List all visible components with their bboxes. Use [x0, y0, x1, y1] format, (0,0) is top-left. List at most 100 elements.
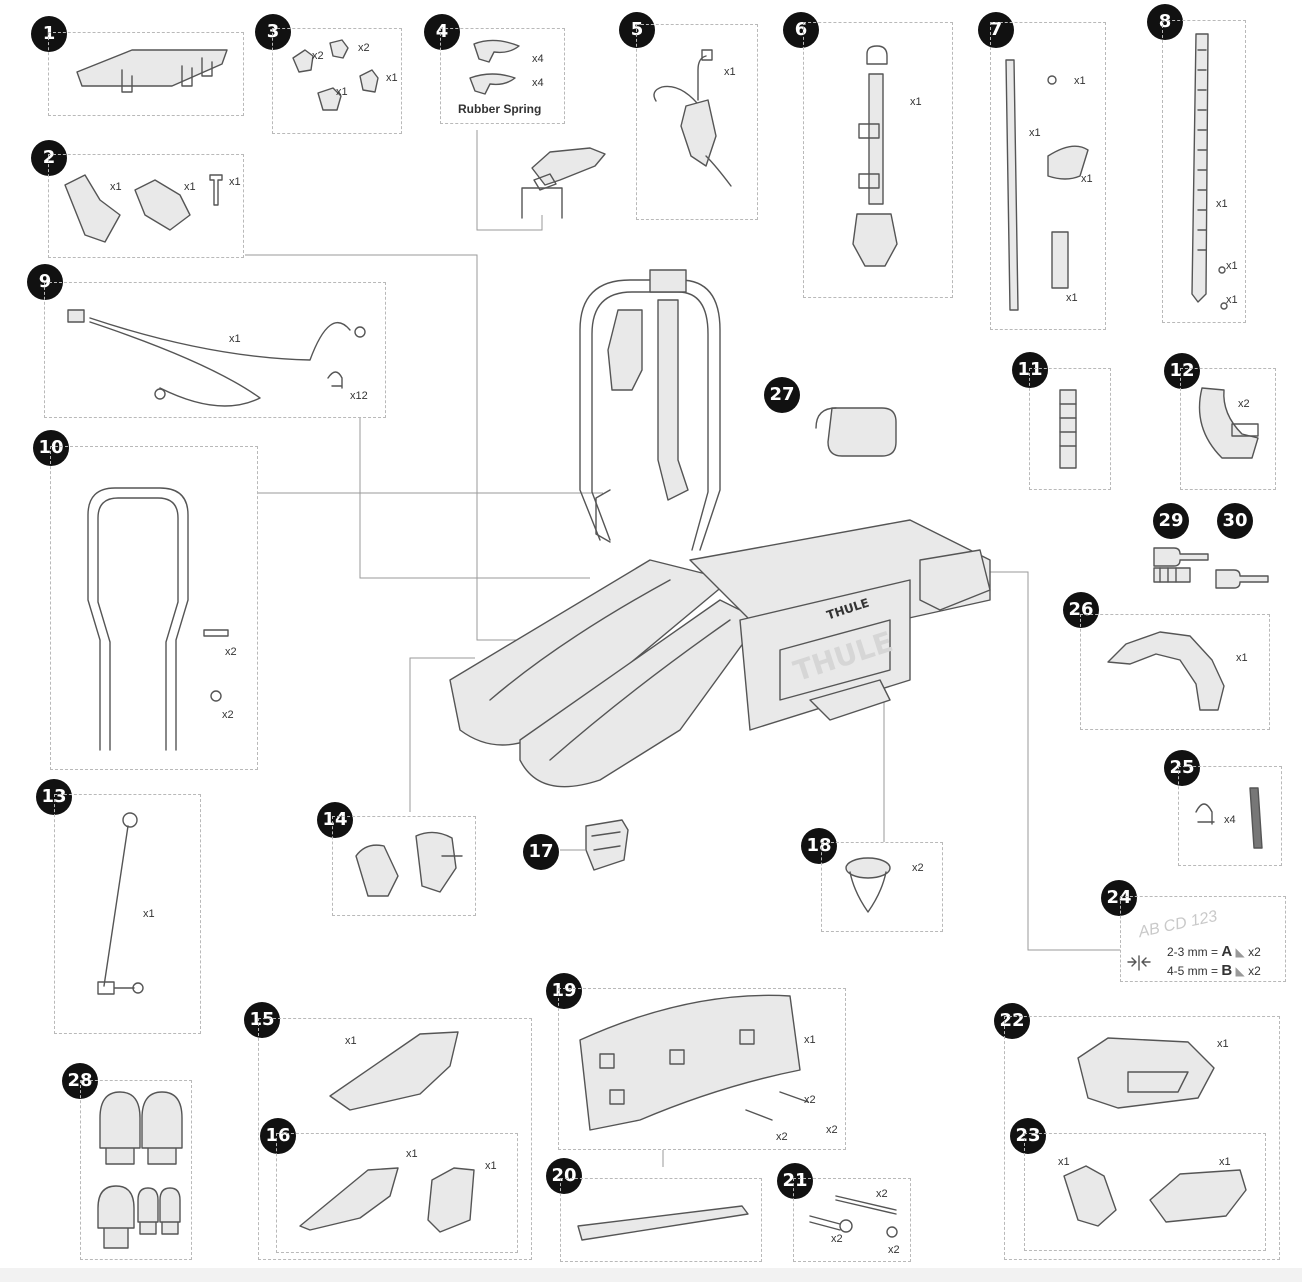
part-26-box: [1080, 614, 1270, 730]
leader-line-24: [990, 571, 1120, 951]
part-13-qty: x1: [143, 908, 155, 920]
part-8-number-badge: 8: [1147, 4, 1183, 40]
part-1-box: [48, 32, 244, 116]
part-28-box: [80, 1080, 192, 1260]
part-10-arm-bar: [87, 487, 229, 751]
part-21-qty-b: x2: [831, 1233, 843, 1245]
spacer-wedge-icon: ◣: [1235, 945, 1245, 959]
part-16-lens-covers: [299, 1167, 475, 1233]
part-26-qty: x1: [1236, 652, 1248, 664]
part-8-box: [1162, 20, 1246, 323]
part-6-qty: x1: [910, 96, 922, 108]
part-20-box: [560, 1178, 762, 1262]
part-27-number-badge: 27: [764, 377, 800, 413]
part-24-spec-a-range: 2-3 mm =: [1167, 945, 1219, 959]
part-20-rail: [577, 1205, 749, 1241]
part-23-lens-covers: [1063, 1165, 1247, 1227]
part-2-qty-a: x1: [110, 181, 122, 193]
part-7-qty-d: x1: [1066, 292, 1078, 304]
part-22-number-badge: 22: [994, 1003, 1030, 1039]
part-24-spec-row-b: 4-5 mm = B ◣ x2: [1167, 962, 1261, 979]
part-14-number-badge: 14: [317, 802, 353, 838]
part-13-rod: [97, 812, 144, 995]
part-21-box: [793, 1178, 911, 1262]
spacer-wedge-icon: ◣: [1235, 964, 1245, 978]
part-24-qty-a: x2: [1248, 945, 1261, 959]
part-29-number-badge: 29: [1153, 503, 1189, 539]
part-1-number-badge: 1: [31, 16, 67, 52]
part-24-spec-a-letter: A: [1221, 943, 1233, 960]
part-17-clip: [585, 819, 629, 871]
part-3-number-badge: 3: [255, 14, 291, 50]
part-5-box: [636, 24, 758, 220]
part-24-spec-row-a: 2-3 mm = A ◣ x2: [1167, 943, 1261, 960]
part-4-label: Rubber Spring: [458, 102, 542, 116]
part-23-qty-b: x1: [1219, 1156, 1231, 1168]
part-3-qty-b: x2: [358, 42, 370, 54]
part-8-qty-a: x1: [1216, 198, 1228, 210]
part-10-qty-a: x2: [225, 646, 237, 658]
part-4-rubber-springs: [469, 39, 520, 95]
part-9-qty-a: x1: [229, 333, 241, 345]
part-15-box: [258, 1018, 532, 1260]
part-13-box: [54, 794, 201, 1034]
part-3-qty-d: x1: [386, 72, 398, 84]
part-25-box: [1178, 766, 1282, 866]
part-7-qty-a: x1: [1074, 75, 1086, 87]
part-18-number-badge: 18: [801, 828, 837, 864]
part-7-number-badge: 7: [978, 12, 1014, 48]
part-23-qty-a: x1: [1058, 1156, 1070, 1168]
part-17-number-badge: 17: [523, 834, 559, 870]
part-8-long-strap: [1191, 33, 1228, 310]
part-11-number-badge: 11: [1012, 352, 1048, 388]
part-14-box: [332, 816, 476, 916]
part-3-qty-c: x1: [336, 86, 348, 98]
part-12-qty: x2: [1238, 398, 1250, 410]
part-7-box: [990, 22, 1106, 330]
part-5-number-badge: 5: [619, 12, 655, 48]
part-18-qty: x2: [912, 862, 924, 874]
part-26-number-badge: 26: [1063, 592, 1099, 628]
thickness-arrows-icon: [1127, 955, 1151, 971]
part-8-qty-b: x1: [1226, 260, 1238, 272]
part-3-box: [272, 28, 402, 134]
part-5-frame-holder: [653, 49, 732, 187]
part-1-mount-plate: [76, 49, 228, 93]
part-19-qty-b: x2: [804, 1094, 816, 1106]
part-12-wheel-holder: [1198, 387, 1259, 459]
part-19-box: [558, 988, 846, 1150]
part-4-number-badge: 4: [424, 14, 460, 50]
bike-carrier-assembly: [449, 269, 991, 788]
part-25-clips: [1195, 787, 1263, 849]
part-9-qty-b: x12: [350, 390, 368, 402]
part-30-number-badge: 30: [1217, 503, 1253, 539]
part-4-box: [440, 28, 565, 124]
part-12-box: [1180, 368, 1276, 490]
part-19-qty-d: x2: [826, 1124, 838, 1136]
part-19-number-badge: 19: [546, 973, 582, 1009]
leader-line-14: [409, 657, 475, 812]
part-4-qty-a: x4: [532, 53, 544, 65]
part-7-qty-c: x1: [1081, 173, 1093, 185]
part-21-bolts: [809, 1195, 898, 1238]
part-15-number-badge: 15: [244, 1002, 280, 1038]
part-22-box: [1004, 1016, 1280, 1260]
part-2-strap-buckles: [64, 174, 223, 243]
part-6-frame-arm: [852, 45, 898, 267]
part-15-qty: x1: [345, 1035, 357, 1047]
part-11-rubber-pad: [1059, 389, 1077, 469]
part-10-number-badge: 10: [33, 430, 69, 466]
part-24-qty-b: x2: [1248, 964, 1261, 978]
part-7-qty-b: x1: [1029, 127, 1041, 139]
part-26-handle: [1107, 631, 1225, 711]
part-2-qty-c: x1: [229, 176, 241, 188]
part-3-qty-a: x2: [312, 50, 324, 62]
part-25-qty: x4: [1224, 814, 1236, 826]
part-28-bulbs: [97, 1091, 183, 1249]
part-24-spec-b-letter: B: [1221, 962, 1233, 979]
part-19-qty-c: x2: [776, 1131, 788, 1143]
part-23-number-badge: 23: [1010, 1118, 1046, 1154]
part-21-qty-a: x2: [876, 1188, 888, 1200]
part-16-number-badge: 16: [260, 1118, 296, 1154]
